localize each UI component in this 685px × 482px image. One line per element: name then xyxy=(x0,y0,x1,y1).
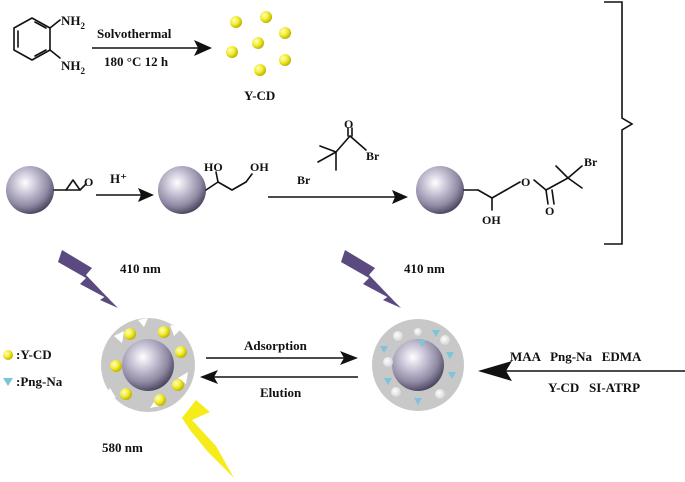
initiator-group: O O Br OH xyxy=(463,155,598,227)
epoxide-o-label: O xyxy=(84,175,93,189)
ycd-dot xyxy=(254,64,266,76)
elution-arrow: Elution xyxy=(200,370,358,400)
png-na-marker xyxy=(418,340,426,347)
ycd-dot xyxy=(252,37,264,49)
reagent-br-right-label: Br xyxy=(366,149,380,163)
amine-bottom-label: NH2 xyxy=(61,58,86,76)
png-na-marker xyxy=(432,330,440,337)
bracket xyxy=(604,1,634,245)
adsorption-label: Adsorption xyxy=(244,338,308,353)
ycd-dot xyxy=(279,27,291,39)
ycd-dot xyxy=(230,16,242,28)
ycd-dot xyxy=(260,11,272,23)
ycd-dot xyxy=(172,379,184,391)
legend: :Y-CD :Png-Na xyxy=(3,347,63,389)
acid-label: H⁺ xyxy=(110,171,127,186)
emission-bolt xyxy=(182,400,234,478)
reagent-o-label: O xyxy=(344,117,353,131)
epoxide-group: O xyxy=(53,175,93,191)
mip-sphere-ycd xyxy=(101,318,195,412)
mip-sphere-png xyxy=(372,319,464,411)
cavity xyxy=(391,387,401,397)
ycd-dot xyxy=(175,346,187,358)
ycd-dot xyxy=(279,54,291,66)
diol-group: HO OH xyxy=(204,160,269,191)
ycd-dots-cluster xyxy=(226,11,291,76)
diol-oh2-label: OH xyxy=(250,160,269,174)
cavity xyxy=(383,357,393,367)
cavity xyxy=(414,328,422,336)
silica-sphere xyxy=(416,166,464,214)
condition-bottom-label: 180 °C 12 h xyxy=(104,54,169,69)
png-na-marker xyxy=(414,398,422,405)
ycd-dot xyxy=(110,360,122,372)
silica-sphere xyxy=(6,166,54,214)
amine-top-label: NH2 xyxy=(61,13,86,31)
legend-png-label: :Png-Na xyxy=(16,374,63,389)
legend-ycd-label: :Y-CD xyxy=(16,347,52,362)
ycd-dot xyxy=(158,326,170,338)
solvothermal-arrow: Solvothermal 180 °C 12 h xyxy=(92,26,212,69)
condition-top-label: Solvothermal xyxy=(97,26,172,41)
product-br-label: Br xyxy=(584,155,598,169)
excitation-bolt-right xyxy=(341,250,401,308)
excitation-bolt-left xyxy=(58,250,118,308)
long-reaction-arrow xyxy=(268,190,408,204)
diol-oh1-label: HO xyxy=(204,160,223,174)
ycd-dot xyxy=(124,328,136,340)
excitation-left-label: 410 nm xyxy=(120,261,161,276)
reagents-line1-label: MAA Png-Na EDMA xyxy=(510,349,642,364)
acid-arrow: H⁺ xyxy=(96,171,154,202)
cavity xyxy=(440,335,450,345)
emission-label: 580 nm xyxy=(102,440,143,455)
reagent-br-left-label: Br xyxy=(297,173,311,187)
png-na-marker xyxy=(380,346,388,353)
png-na-marker xyxy=(448,372,456,379)
reagents-line2-label: Y-CD SI-ATRP xyxy=(548,380,640,395)
cavity xyxy=(435,389,445,399)
ycd-product-label: Y-CD xyxy=(244,88,275,103)
ester-o2-label: O xyxy=(545,204,554,218)
png-na-marker xyxy=(384,378,392,385)
imprinting-arrow: MAA Png-Na EDMA Y-CD SI-ATRP xyxy=(478,349,685,395)
legend-ycd-icon xyxy=(3,350,13,360)
ycd-dot xyxy=(154,394,166,406)
product-oh-label: OH xyxy=(482,213,501,227)
ycd-dot xyxy=(226,46,238,58)
silica-sphere xyxy=(158,166,206,214)
elution-label: Elution xyxy=(260,385,302,400)
ester-o-label: O xyxy=(521,175,530,189)
cavity xyxy=(393,331,403,341)
adsorption-arrow: Adsorption xyxy=(206,338,358,365)
png-na-marker xyxy=(446,352,454,359)
excitation-right-label: 410 nm xyxy=(404,261,445,276)
ycd-dot xyxy=(120,388,132,400)
bromoisobutyryl-bromide: Br O Br xyxy=(297,117,380,187)
legend-png-icon xyxy=(3,378,13,386)
o-phenylenediamine: NH2 NH2 xyxy=(13,13,86,76)
